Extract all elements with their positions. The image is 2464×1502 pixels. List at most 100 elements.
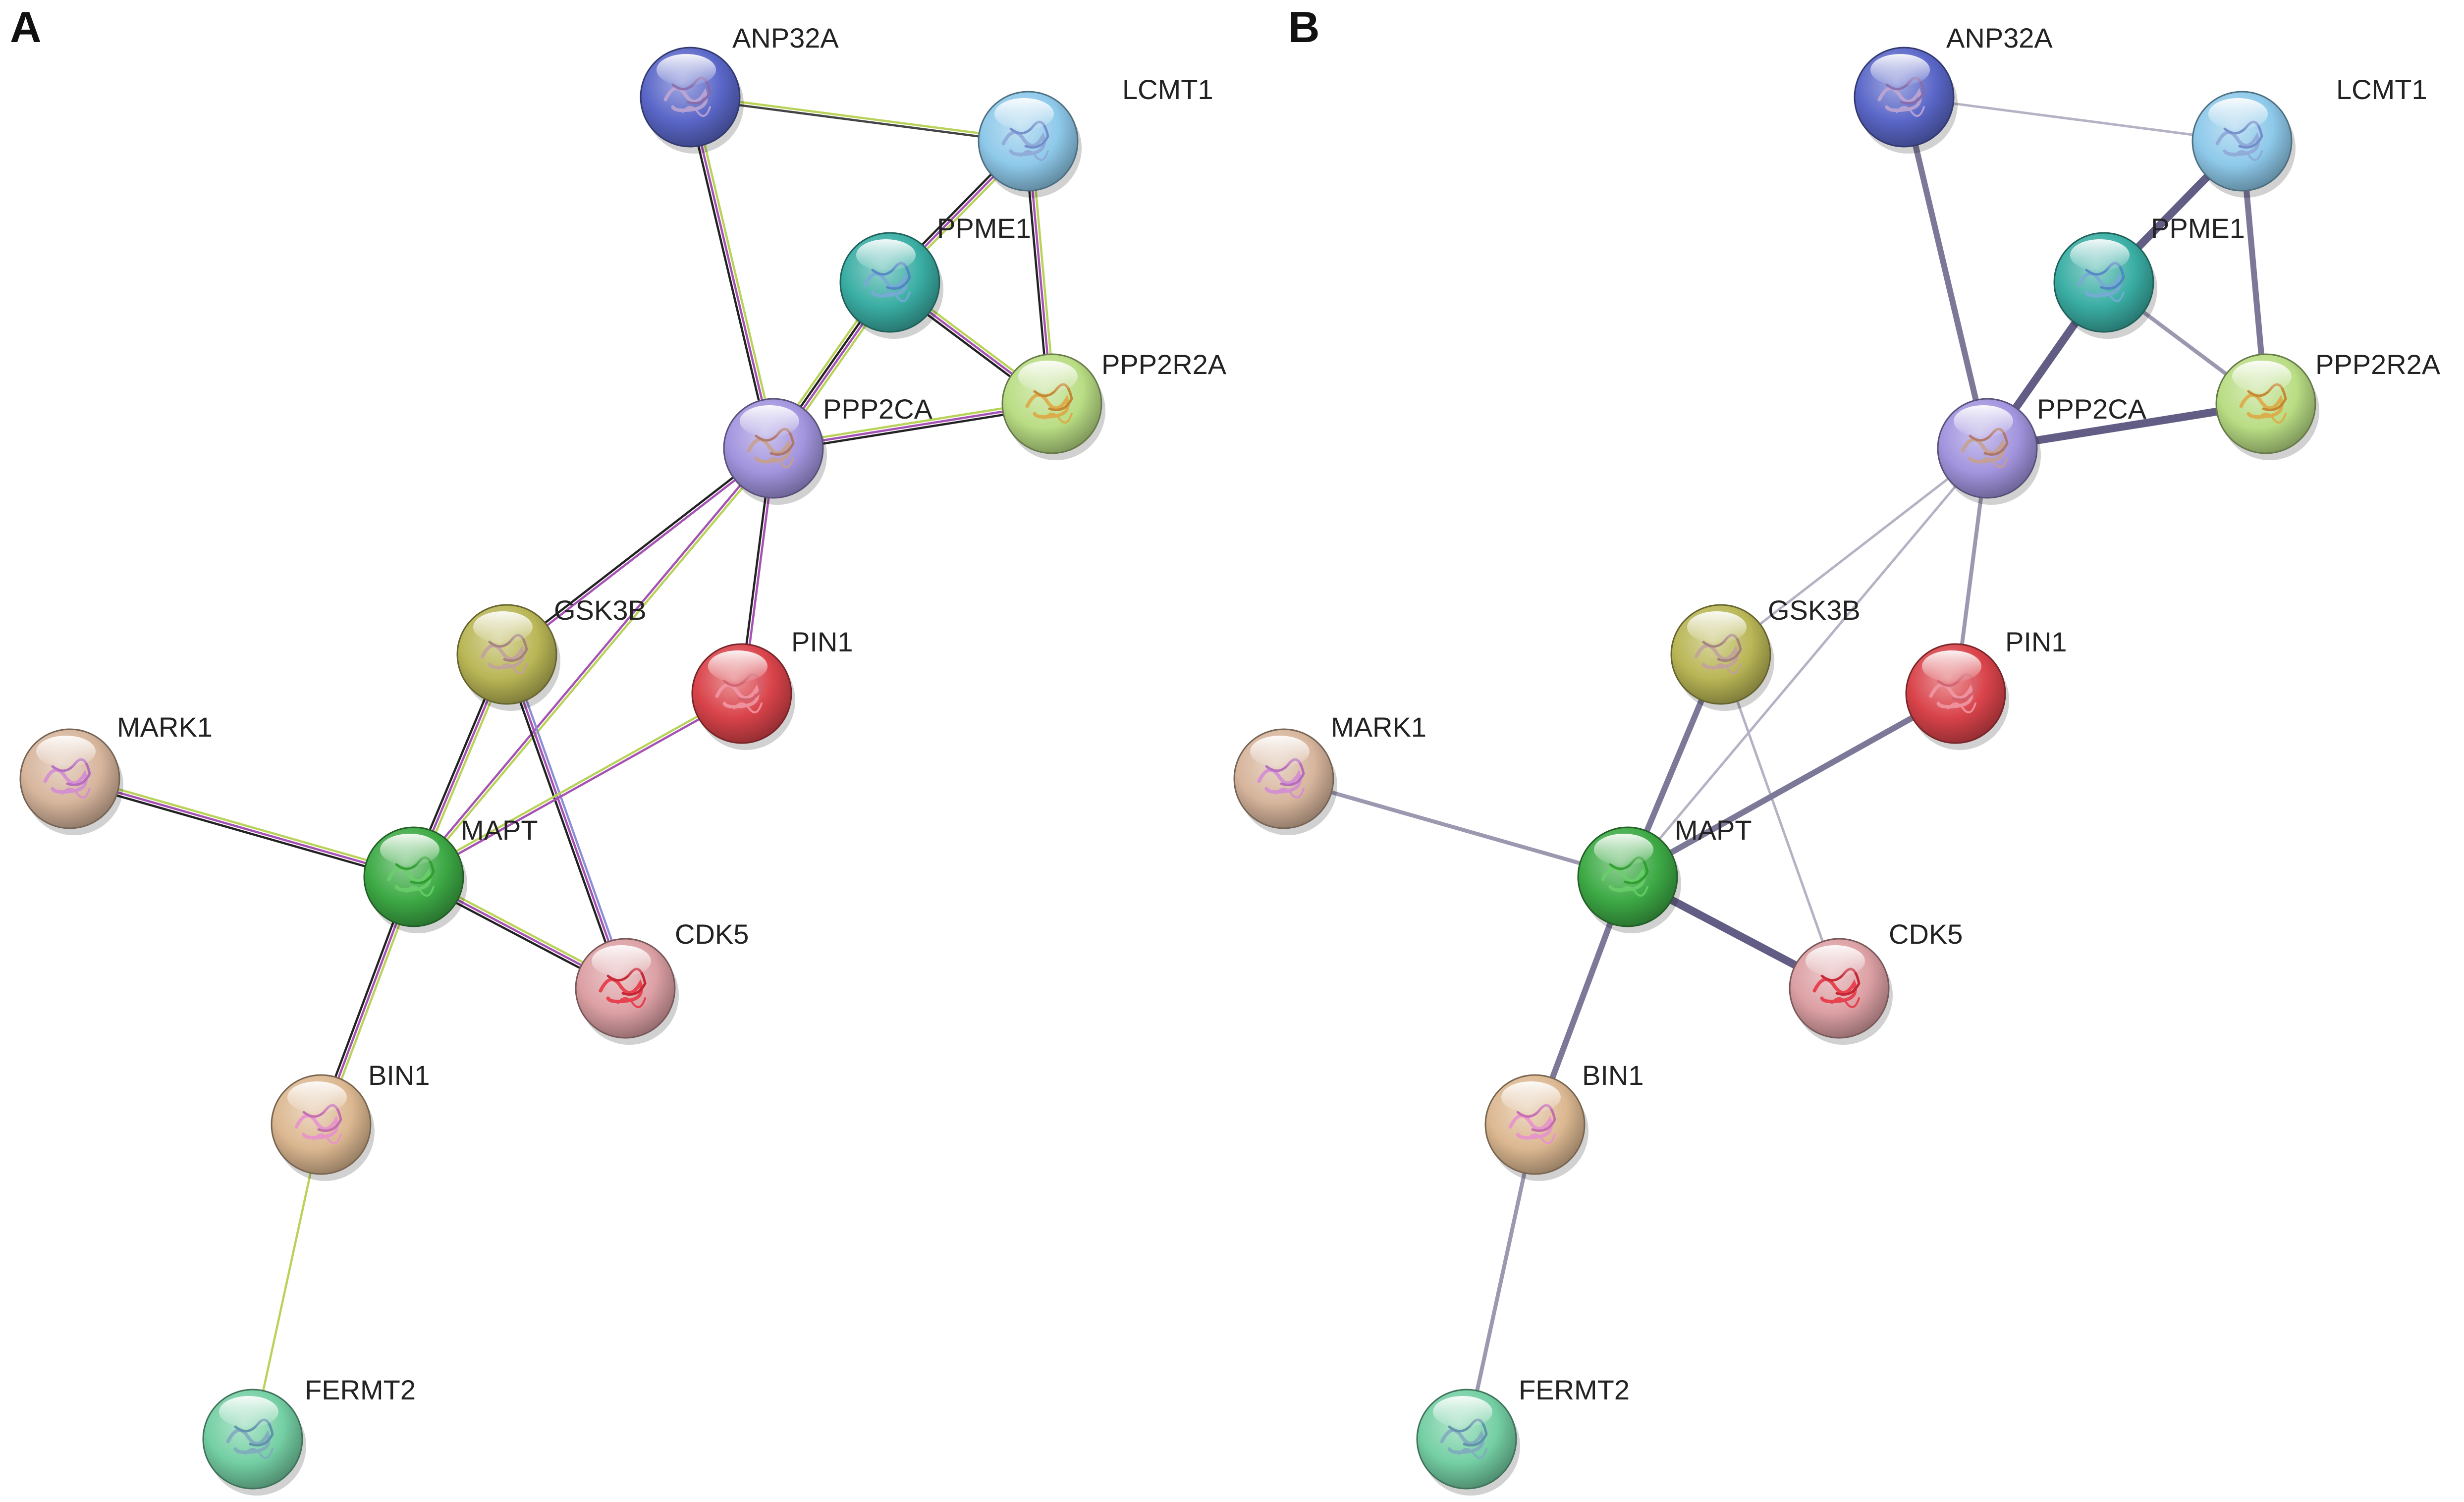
edge-line <box>1282 777 1630 879</box>
node-highlight <box>1870 54 1930 86</box>
edge-channel <box>689 94 1030 141</box>
protein-node[interactable]: MARK1 <box>1233 711 1426 835</box>
node-highlight <box>1250 736 1310 767</box>
protein-node[interactable]: FERMT2 <box>202 1374 416 1496</box>
node-highlight <box>657 54 716 86</box>
protein-node[interactable]: PPP2CA <box>1937 393 2147 505</box>
edge-mark1-mapt <box>67 774 416 881</box>
node-label-mark1: MARK1 <box>1331 711 1426 743</box>
edge-gsk3b-cdk5 <box>502 652 630 991</box>
node-highlight <box>380 834 439 865</box>
edge-channel <box>689 96 775 450</box>
node-highlight <box>1806 945 1865 977</box>
edge-channel <box>505 653 627 990</box>
edge-anp32a-ppp2ca <box>686 95 778 450</box>
edge-channel <box>411 446 773 877</box>
node-highlight <box>1954 405 2013 437</box>
node-highlight <box>2070 239 2130 271</box>
protein-node[interactable]: PPP2R2A <box>2215 349 2441 460</box>
protein-node[interactable]: CDK5 <box>1789 918 1963 1045</box>
node-label-lcmt1: LCMT1 <box>1122 74 1213 105</box>
panel-letter-a: A <box>10 2 42 52</box>
edge-ppp2ca-mapt <box>1626 447 1989 878</box>
protein-node[interactable]: PPP2CA <box>723 393 933 505</box>
node-highlight <box>36 736 96 767</box>
edge-line <box>1719 653 1841 990</box>
edge-channel <box>692 95 778 449</box>
edge-channel <box>412 691 742 877</box>
protein-node[interactable]: CDK5 <box>575 918 749 1045</box>
node-label-ppme1: PPME1 <box>2151 213 2245 244</box>
protein-node[interactable]: LCMT1 <box>978 74 1213 198</box>
node-highlight <box>2232 361 2292 392</box>
protein-node[interactable]: LCMT1 <box>2191 74 2427 198</box>
node-highlight <box>1687 611 1747 643</box>
protein-node[interactable]: PPME1 <box>2053 213 2245 339</box>
edge-channel <box>502 654 624 991</box>
node-label-anp32a: ANP32A <box>1946 22 2053 54</box>
node-highlight <box>1433 1396 1492 1428</box>
node-label-mapt: MAPT <box>461 814 538 846</box>
node-label-lcmt1: LCMT1 <box>2336 74 2427 105</box>
node-highlight <box>1922 650 1981 682</box>
node-label-mapt: MAPT <box>1675 814 1752 846</box>
edge-anp32a-ppp2ca <box>1901 94 1990 451</box>
node-highlight <box>592 945 651 977</box>
node-highlight <box>708 650 767 682</box>
node-label-anp32a: ANP32A <box>732 22 839 54</box>
node-label-ppp2ca: PPP2CA <box>823 393 933 425</box>
protein-node[interactable]: MAPT <box>363 814 538 933</box>
edge-gsk3b-cdk5 <box>1719 653 1841 990</box>
protein-node[interactable]: GSK3B <box>1670 594 1861 711</box>
edge-line <box>1719 447 1989 656</box>
node-label-gsk3b: GSK3B <box>1768 594 1861 626</box>
edge-ppp2ca-gsk3b <box>1719 447 1989 656</box>
node-highlight <box>219 1396 278 1428</box>
protein-node[interactable]: MAPT <box>1577 814 1752 933</box>
node-label-ppp2ca: PPP2CA <box>2037 393 2147 425</box>
node-highlight <box>1018 361 1078 392</box>
edge-channel <box>69 774 416 875</box>
protein-node[interactable]: ANP32A <box>1854 22 2053 154</box>
protein-node[interactable]: PIN1 <box>691 626 853 750</box>
edge-mark1-mapt <box>1282 777 1630 879</box>
edge-line <box>1903 96 2244 143</box>
protein-node[interactable]: FERMT2 <box>1416 1374 1630 1496</box>
edge-channel <box>508 652 630 989</box>
edge-channel <box>251 1123 323 1441</box>
edge-channel <box>68 777 415 878</box>
edge-bin1-fermt2 <box>1465 1123 1537 1441</box>
panel-letter-b: B <box>1288 2 1320 52</box>
protein-node[interactable]: MARK1 <box>19 711 213 835</box>
node-label-gsk3b: GSK3B <box>554 594 647 626</box>
node-highlight <box>856 239 916 271</box>
edge-line <box>1465 1123 1537 1441</box>
node-label-fermt2: FERMT2 <box>1519 1374 1630 1405</box>
edge-line <box>1626 447 1989 878</box>
edge-ppp2ca-mapt <box>411 446 776 879</box>
protein-node[interactable]: BIN1 <box>271 1060 430 1181</box>
edge-channel <box>413 694 744 880</box>
protein-node[interactable]: ANP32A <box>640 22 839 154</box>
protein-node[interactable]: PPME1 <box>839 213 1031 339</box>
edge-bin1-fermt2 <box>251 1123 323 1441</box>
edge-line <box>1901 94 1990 451</box>
node-highlight <box>740 405 799 437</box>
protein-node[interactable]: PIN1 <box>1905 626 2067 750</box>
edge-anp32a-lcmt1 <box>689 94 1030 144</box>
edge-line <box>1625 691 1959 880</box>
protein-node[interactable]: BIN1 <box>1484 1060 1644 1181</box>
edge-channel <box>504 446 774 654</box>
node-label-bin1: BIN1 <box>1582 1060 1644 1091</box>
protein-node[interactable]: PPP2R2A <box>1001 349 1227 460</box>
node-highlight <box>994 98 1054 130</box>
protein-node[interactable]: GSK3B <box>456 594 647 711</box>
edge-channel <box>686 97 771 450</box>
edge-channel <box>689 97 1029 144</box>
node-highlight <box>287 1081 347 1113</box>
node-highlight <box>1594 834 1653 865</box>
